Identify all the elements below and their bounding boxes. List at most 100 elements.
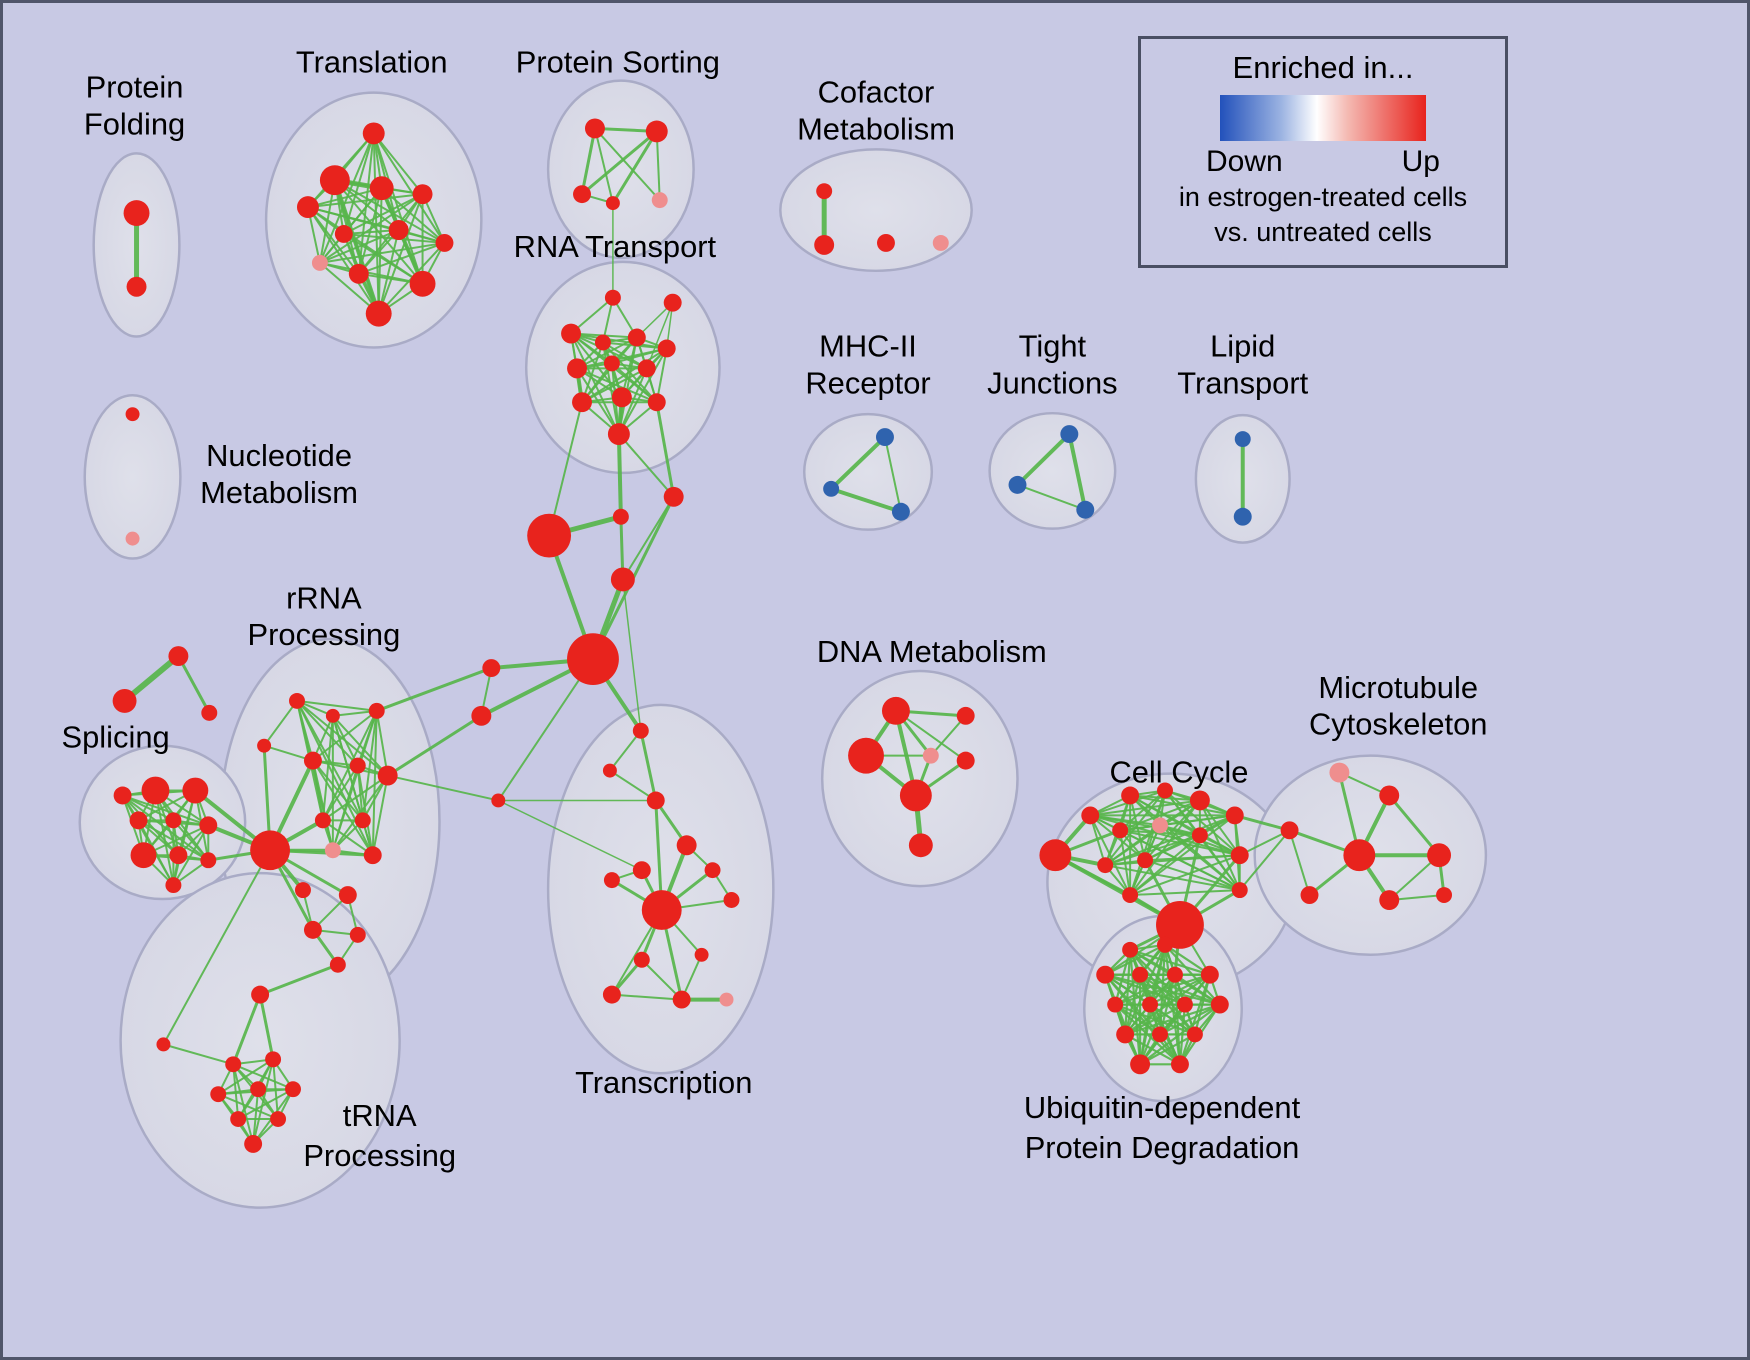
cluster-label-ubiquitin-degradation: Ubiquitin-dependent	[1024, 1090, 1301, 1125]
node-cc13	[1122, 887, 1139, 904]
network-edge	[311, 759, 374, 857]
node-rr8	[250, 830, 291, 871]
node-ch4	[610, 567, 635, 592]
node-tn9	[270, 1111, 287, 1128]
node-t6	[334, 225, 353, 243]
network-edge	[1016, 483, 1087, 511]
node-mc2	[1379, 785, 1400, 806]
network-edge	[377, 193, 424, 315]
network-edge	[1067, 432, 1088, 512]
node-rr13	[294, 882, 311, 899]
node-tj1	[1060, 425, 1079, 444]
legend-up-label: Up	[1401, 145, 1440, 178]
network-edge	[162, 1043, 235, 1066]
network-edge	[1129, 789, 1166, 897]
node-cc7	[1112, 822, 1129, 839]
network-edge	[1129, 889, 1241, 897]
cluster-label-transcription: Transcription	[575, 1065, 752, 1100]
node-cc6	[1225, 806, 1244, 825]
network-edge	[576, 336, 638, 370]
node-tx13	[672, 990, 691, 1009]
network-edge	[1129, 834, 1201, 897]
node-rr11	[324, 842, 341, 859]
node-cc9	[1191, 827, 1208, 844]
network-edge	[1089, 814, 1201, 837]
node-t2	[319, 165, 350, 196]
network-edge	[1104, 824, 1162, 867]
node-rr5	[303, 751, 322, 770]
cluster-ellipse-trna-processing	[119, 871, 401, 1209]
network-edge	[311, 759, 364, 822]
cluster-label-dna-metabolism: DNA Metabolism	[817, 634, 1047, 669]
network-edge	[1124, 948, 1132, 1036]
node-rt13	[607, 423, 630, 446]
node-dm3	[848, 737, 884, 774]
node-ub12	[1152, 1026, 1168, 1043]
network-edge	[295, 699, 378, 712]
node-t5	[412, 184, 433, 205]
network-edge	[121, 794, 180, 857]
node-rr10	[354, 812, 371, 829]
network-edge	[258, 993, 275, 1061]
node-tx12	[602, 985, 621, 1004]
node-dm2	[956, 706, 975, 725]
node-tx3	[646, 791, 665, 810]
node-ub13	[1186, 1026, 1203, 1043]
node-tn6	[250, 1081, 267, 1098]
node-cm4	[932, 234, 949, 251]
node-ft2	[112, 688, 137, 713]
node-t12	[435, 233, 454, 252]
node-tx9	[723, 892, 740, 908]
node-ub15	[1170, 1055, 1189, 1074]
network-edge	[172, 789, 197, 887]
network-edge	[1114, 973, 1177, 1006]
node-cc1	[1039, 839, 1072, 872]
network-edge	[386, 774, 500, 802]
node-ub9	[1176, 996, 1193, 1013]
network-edge	[655, 347, 668, 404]
network-edge	[829, 486, 903, 514]
network-edge	[894, 709, 967, 762]
network-edge	[1104, 864, 1241, 892]
network-edge	[611, 129, 659, 205]
network-edge	[617, 336, 638, 436]
network-edge	[1164, 789, 1241, 857]
network-edge	[321, 774, 389, 822]
node-mh1	[875, 428, 894, 447]
node-sp4	[129, 811, 148, 830]
network-edge	[342, 232, 424, 285]
node-mc5	[1427, 843, 1452, 868]
node-rr6	[349, 757, 366, 774]
network-edge	[252, 1058, 275, 1145]
legend-caption-line1: in estrogen-treated cells	[1178, 182, 1468, 212]
node-sp5	[165, 812, 182, 829]
node-rr9	[314, 812, 331, 829]
cluster-label-microtubule-cytoskeleton: Microtubule	[1318, 670, 1478, 705]
network-edge	[380, 187, 446, 244]
cluster-label-translation: Translation	[296, 45, 448, 80]
cluster-label-tight-junctions: Junctions	[987, 365, 1117, 400]
network-edge	[361, 709, 378, 822]
legend-box: Enriched in... Down Up in estrogen-treat…	[1138, 36, 1508, 268]
node-cc5	[1189, 790, 1210, 811]
node-rt4	[594, 334, 611, 351]
node-lt2	[1233, 507, 1252, 526]
node-ch1	[663, 486, 684, 507]
node-hub	[567, 633, 619, 685]
node-tj3	[1076, 500, 1095, 519]
network-edge	[386, 714, 483, 778]
network-edge	[1159, 814, 1236, 827]
node-ub7	[1107, 996, 1124, 1013]
cluster-label-mhc-ii-receptor: MHC-II	[819, 328, 917, 363]
node-pf2	[126, 276, 147, 297]
network-edge	[1124, 1033, 1182, 1066]
node-ub11	[1116, 1025, 1135, 1044]
node-lk1	[482, 659, 501, 678]
network-edge	[608, 729, 642, 772]
network-edge	[1138, 1033, 1196, 1066]
node-t1	[362, 122, 385, 145]
node-tn10	[244, 1134, 263, 1153]
cluster-label-nucleotide-metabolism: Metabolism	[200, 475, 358, 510]
node-sp10	[165, 877, 182, 894]
node-t10	[409, 270, 436, 297]
